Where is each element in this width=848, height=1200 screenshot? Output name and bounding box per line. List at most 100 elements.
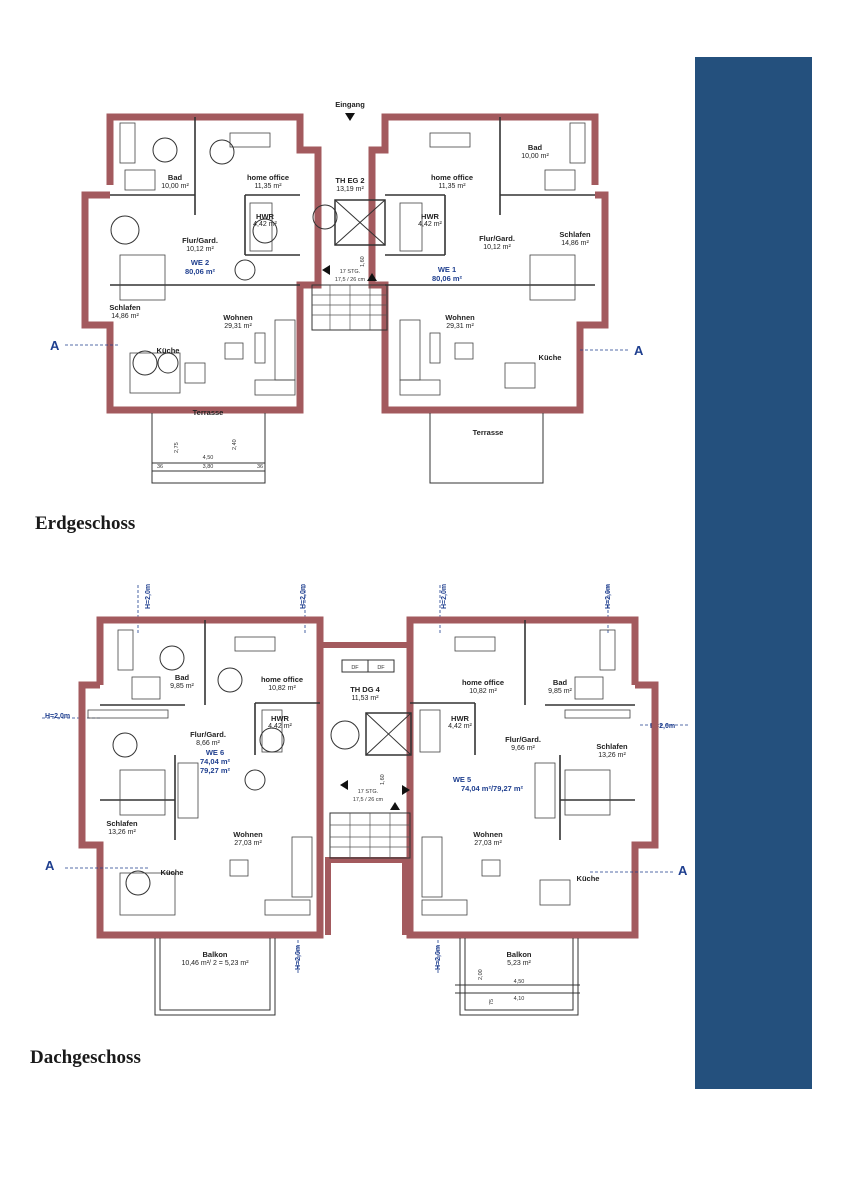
room-area: 27,03 m² (234, 840, 262, 847)
height-marks (42, 585, 690, 975)
room-name: Flur/Gard. (190, 730, 226, 739)
room-area: 11,35 m² (254, 183, 282, 190)
room-area: 14,86 m² (111, 313, 139, 320)
dim-height: 2,75 (174, 442, 180, 453)
arrow-right-icon (402, 785, 410, 795)
room-area: 10,00 m² (521, 153, 549, 160)
arrow-up-icon (367, 273, 377, 281)
attic-floor-plan: H=2,0m H=2,0m H=2,0m H=2,0m H=2,0m H=2,0… (0, 575, 690, 1020)
room-area: 13,26 m² (108, 829, 136, 836)
room-name: TH EG 2 (335, 176, 364, 185)
stair-steps: 17 STG. (340, 269, 361, 275)
room-area: 9,66 m² (511, 745, 535, 752)
room-area: 4,42 m² (418, 221, 442, 228)
attic-floor-caption: Dachgeschoss (30, 1047, 141, 1068)
balcony-label: Balkon (202, 950, 227, 959)
stair-height: 1,60 (380, 774, 386, 785)
room-name: Bad (175, 673, 190, 682)
room-area: 10,12 m² (186, 246, 214, 253)
ground-floor-drawing: Eingang 17 STG. 17,5 / 26 cm 1,60 (50, 100, 644, 484)
height-mark: H=2,0m (435, 945, 442, 970)
room-area: 4,42 m² (448, 723, 472, 730)
room-name: Schlafen (106, 819, 138, 828)
stair-steps: 17 STG. (358, 789, 379, 795)
room-area: 10,00 m² (161, 183, 189, 190)
decorative-sidebar (695, 57, 812, 1089)
room-name: Küche (161, 868, 184, 877)
room-name: Flur/Gard. (479, 234, 515, 243)
room-area: 11,53 m² (351, 695, 379, 702)
terrace-right (429, 413, 544, 484)
dim-edge: 36 (157, 464, 163, 470)
room-name: HWR (421, 212, 439, 221)
room-name: HWR (451, 714, 469, 723)
room-name: Schlafen (596, 742, 628, 751)
dim-width: 4,50 (514, 979, 525, 985)
central-core-walls (317, 620, 413, 935)
section-mark-right: A (678, 863, 688, 878)
terrace-label: Terrasse (473, 428, 504, 437)
unit-area: 80,06 m² (185, 267, 216, 276)
right-unit-walls (406, 616, 659, 939)
section-mark-left: A (50, 338, 60, 353)
room-name: Schlafen (559, 230, 591, 239)
room-name: Bad (168, 173, 183, 182)
room-name: HWR (256, 212, 274, 221)
interior-walls (110, 117, 595, 286)
stair-ratio: 17,5 / 26 cm (335, 277, 366, 283)
balcony-label: Balkon (506, 950, 531, 959)
height-mark: H=2,0m (300, 584, 307, 609)
dim-height: 75 (489, 999, 495, 1005)
ground-floor-plan: Eingang 17 STG. 17,5 / 26 cm 1,60 (0, 95, 690, 495)
room-name: Küche (157, 346, 180, 355)
height-mark: H=2,0m (605, 584, 612, 609)
balcony-right (455, 938, 580, 1016)
room-area: 4,42 m² (268, 723, 292, 730)
entrance-label: Eingang (335, 100, 365, 109)
balcony-left (154, 938, 276, 1016)
room-area: 11,35 m² (438, 183, 466, 190)
height-mark: H=2,0m (650, 723, 675, 730)
room-name: Küche (577, 874, 600, 883)
accessibility-symbols (112, 645, 360, 896)
height-mark: H=2,0m (441, 584, 448, 609)
dim-height: 2,40 (232, 439, 238, 450)
room-area: 13,19 m² (336, 186, 364, 193)
ground-floor-caption: Erdgeschoss (35, 513, 136, 534)
unit-label: WE 2 (191, 258, 209, 267)
height-mark: H=2,0m (45, 713, 70, 720)
room-name: HWR (271, 714, 289, 723)
arrow-left-icon (340, 780, 348, 790)
dim-width: 4,10 (514, 996, 525, 1002)
room-area: 13,26 m² (598, 752, 626, 759)
room-name: home office (431, 173, 473, 182)
dim-height: 2,00 (478, 969, 484, 980)
unit-area-2: 79,27 m² (200, 766, 231, 775)
height-mark: H=2,0m (295, 945, 302, 970)
stair-core (329, 659, 412, 859)
room-area: 10,12 m² (483, 244, 511, 251)
room-name: Schlafen (109, 303, 141, 312)
entrance-arrow-icon (345, 113, 355, 121)
attic-floor-drawing: H=2,0m H=2,0m H=2,0m H=2,0m H=2,0m H=2,0… (42, 584, 690, 1016)
unit-area: 74,04 m² (200, 757, 231, 766)
unit-label: WE 1 (438, 265, 456, 274)
room-name: Bad (553, 678, 568, 687)
room-name: home office (462, 678, 504, 687)
dim-width: 3,80 (203, 464, 214, 470)
unit-area: 80,06 m² (432, 274, 463, 283)
room-name: Wohnen (473, 830, 503, 839)
room-name: home office (261, 675, 303, 684)
room-area: 29,31 m² (446, 323, 474, 330)
balcony-area: 5,23 m² (507, 960, 531, 967)
room-name: Wohnen (233, 830, 263, 839)
room-area: 9,85 m² (170, 683, 194, 690)
room-name: Wohnen (223, 313, 253, 322)
room-area: 14,86 m² (561, 240, 589, 247)
unit-label: WE 5 (453, 775, 471, 784)
section-mark-left: A (45, 858, 55, 873)
stair-ratio: 17,5 / 26 cm (353, 797, 384, 803)
room-area: 4,42 m² (253, 221, 277, 228)
roof-window-label: DF (351, 665, 359, 671)
dim-width: 4,50 (203, 455, 214, 461)
